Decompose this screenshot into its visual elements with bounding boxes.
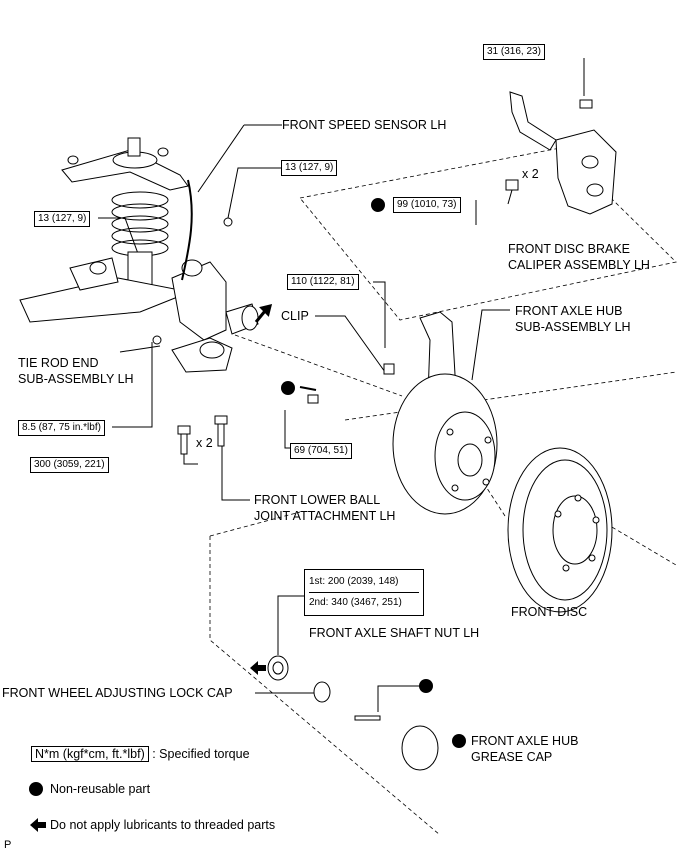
torque-shaft-nut-1st: 1st: 200 (2039, 148) [309,576,399,587]
label-caliper-line1: FRONT DISC BRAKE [508,242,631,256]
label-caliper-line2: CALIPER ASSEMBLY LH [508,258,650,272]
strut-spring-assembly [19,137,192,323]
dashed-guide-lines [209,147,677,836]
label-grease-cap-line1: FRONT AXLE HUB [471,734,579,748]
non-reusable-marker-sensor [281,381,295,395]
torque-left-bolt: 13 (127, 9) [34,211,91,227]
label-shaft-nut: FRONT AXLE SHAFT NUT LH [309,626,480,640]
no-lube-arrow-knuckle [254,303,273,323]
non-reusable-marker-grease-cap [452,734,466,748]
legend-non-reusable-dot [29,782,43,796]
label-ball-joint-line2: JOINT ATTACHMENT LH [254,509,396,523]
label-hub-line2: SUB-ASSEMBLY LH [515,320,631,334]
qty-lower-bolts: x 2 [196,436,213,450]
legend-torque-desc: : Specified torque [152,747,250,761]
label-ball-joint-line1: FRONT LOWER BALL [254,493,381,507]
torque-sensor-bolt: 13 (127, 9) [281,160,338,176]
legend-torque-unit-box: N*m (kgf*cm, ft.*lbf) [31,746,149,762]
label-lock-cap: FRONT WHEEL ADJUSTING LOCK CAP [2,686,233,700]
non-reusable-marker-pin [419,679,433,693]
torque-shaft-nut: 1st: 200 (2039, 148) 2nd: 340 (3467, 251… [304,569,424,616]
qty-caliper-bolts: x 2 [522,167,539,181]
label-front-speed-sensor: FRONT SPEED SENSOR LH [282,118,447,132]
clip-parts [299,363,395,404]
label-front-disc: FRONT DISC [511,605,588,619]
lower-bolts [152,217,233,455]
label-tie-rod-line1: TIE ROD END [18,356,99,370]
legend-torque: N*m (kgf*cm, ft.*lbf) : Specified torque [31,746,250,762]
legend-no-lube-text: Do not apply lubricants to threaded part… [50,818,276,832]
torque-hub-bolt: 110 (1122, 81) [287,274,359,290]
speed-sensor-cable [181,179,193,281]
label-grease-cap-line2: GREASE CAP [471,750,553,764]
small-hardware [267,655,439,771]
axle-hub [392,311,498,515]
torque-sensor-nut: 69 (704, 51) [290,443,352,459]
torque-caliper-bolt: 99 (1010, 73) [393,197,461,213]
non-reusable-marker-caliper-bolt [371,198,385,212]
label-clip: CLIP [281,309,309,323]
front-disc [507,447,613,613]
torque-lower-bolts: 300 (3059, 221) [30,457,109,473]
steering-knuckle-left [171,259,259,373]
no-lube-arrow-nut [250,661,266,675]
torque-shaft-nut-2nd: 2nd: 340 (3467, 251) [309,592,419,613]
torque-tie-rod-nut: 8.5 (87, 75 in.*lbf) [18,420,105,436]
torque-caliper-sensor-bolt: 31 (316, 23) [483,44,545,60]
brake-caliper [505,91,617,215]
label-tie-rod-line2: SUB-ASSEMBLY LH [18,372,134,386]
legend-no-lube-arrow [30,818,46,832]
label-hub-line1: FRONT AXLE HUB [515,304,623,318]
page-marker: P [4,839,12,851]
legend-non-reusable-text: Non-reusable part [50,782,151,796]
